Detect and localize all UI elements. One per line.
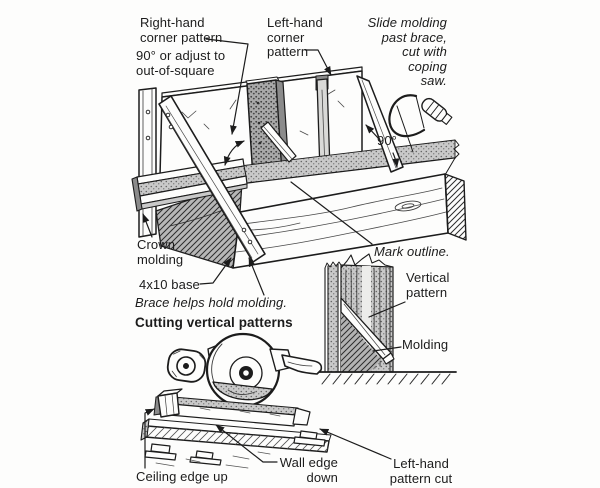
leader-vertical-pattern: [368, 301, 406, 318]
arrow-brace-note: [248, 257, 265, 296]
leader-wall-edge: [215, 424, 278, 463]
label-wall-edge-down: Wall edge down: [279, 455, 338, 485]
motor-housing: [166, 348, 207, 383]
arrow-crown-molding: [142, 213, 153, 238]
leader-pattern-cut: [319, 428, 392, 460]
left-end-post: [138, 87, 157, 238]
leader-molding: [372, 346, 402, 352]
coping-saw: [388, 94, 453, 153]
leader-right-hand-pattern: [205, 38, 249, 135]
label-angle-90: 90°: [377, 133, 397, 148]
miter-jig-illustration: [131, 66, 467, 269]
label-vertical-pattern: Vertical pattern: [406, 270, 450, 300]
front-brace-board: [158, 95, 266, 263]
label-left-hand-pattern-cut: Left-hand pattern cut: [389, 456, 453, 486]
leader-left-hand-pattern: [304, 49, 332, 76]
left-hand-pattern-post: [315, 74, 331, 173]
saw-feet: [144, 430, 326, 466]
angle-adjust-arc: [223, 140, 245, 166]
ground-shading: [155, 451, 271, 469]
leader-4x10-base: [199, 257, 232, 285]
leader-ceiling-edge: [144, 408, 155, 469]
section-heading: Cutting vertical patterns: [135, 315, 293, 330]
label-molding: Molding: [402, 337, 449, 352]
label-brace-note: Brace helps hold molding.: [135, 295, 288, 310]
label-mark-outline: Mark outline.: [374, 244, 450, 259]
power-miter-saw: [140, 332, 332, 469]
wall-strip: [324, 261, 342, 373]
label-crown-molding: Crown molding: [137, 237, 184, 267]
arrow-90-lower: [392, 152, 400, 168]
label-angle-adjust-note: 90° or adjust to out-of-square: [136, 48, 226, 78]
inset-molding-piece: [340, 297, 395, 372]
vertical-pattern-inset: [315, 253, 457, 385]
saw-fence-block: [157, 388, 183, 418]
coping-saw-handle: [421, 97, 453, 125]
label-ceiling-edge-up: Ceiling edge up: [136, 469, 228, 484]
saw-handle: [281, 354, 323, 375]
leaning-offcut: [260, 121, 297, 163]
label-right-hand-corner-pattern: Right-hand corner pattern: [140, 15, 223, 45]
saw-blade: [212, 381, 273, 401]
label-left-hand-corner-pattern: Left-hand corner pattern: [267, 15, 323, 59]
sliding-molding-strip: [356, 75, 404, 173]
label-slide-molding-note: Slide molding past brace, cut with copin…: [367, 15, 447, 88]
leader-mark-outline: [290, 181, 373, 245]
arrow-90-upper: [365, 124, 380, 140]
floor-line: [315, 371, 457, 385]
label-4x10-base: 4x10 base: [139, 277, 200, 292]
leader-lines: [142, 38, 406, 469]
